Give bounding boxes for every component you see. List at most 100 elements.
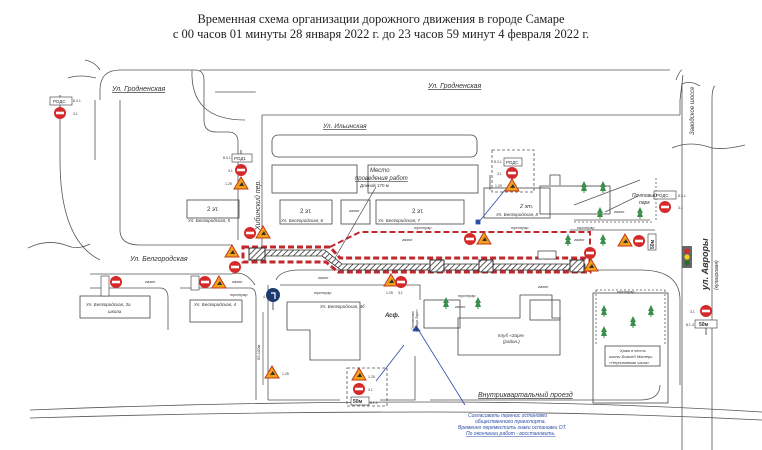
street-label-grodnenskaya-right: Ул. Гродненская [427, 82, 482, 90]
church-label-2: иконы Божией Матери [609, 354, 653, 359]
tree-icon [581, 181, 587, 193]
distance-plate [350, 396, 370, 406]
note-line-3: Временно переместить знаки остановки ОТ. [458, 425, 567, 431]
misc-labels: Место проведения работ Длиной 170 м газо… [53, 99, 709, 405]
note-line-1: Согласовать перенос остановки [468, 413, 547, 419]
sign-code: 8.3.1 [678, 194, 686, 198]
sidewalk-label: тротуар [511, 225, 529, 230]
except-plate [653, 190, 677, 200]
lawn-label: газон [538, 284, 549, 289]
sidewalk-label: тротуар [458, 293, 476, 298]
sidewalk-label: тротуар [414, 225, 432, 230]
street-label-khibinsky: Хибинский пер. [254, 180, 262, 231]
no-entry-sign-icon [464, 233, 476, 245]
church-label-1: Храм в честь [619, 348, 646, 353]
sign-code: 1.25 [368, 375, 375, 379]
road-outlines [27, 59, 762, 450]
church-label-box [604, 345, 661, 367]
street-label-avrory-sub: (кулагровая) [714, 260, 720, 290]
lawn-label: газон [232, 279, 243, 284]
tree-icon [637, 207, 643, 219]
tree-icon [630, 316, 636, 328]
sidewalk-label: тротуар [617, 289, 635, 294]
tree-icon [565, 234, 571, 246]
street-label-ilyinskaya: Ул. Ильинская [322, 123, 367, 130]
roadworks-sign-icon [351, 367, 367, 381]
no-entry-sign-icon [110, 276, 122, 288]
road-edge [84, 59, 101, 71]
no-entry-sign-icon [700, 305, 712, 317]
except-plate [100, 275, 110, 297]
club-sub: (район.) [503, 338, 520, 344]
building-address: Ул. Белгородская, 7 [378, 218, 421, 223]
except-plate [503, 157, 523, 167]
sidewalk-label: тротуар [314, 290, 332, 295]
asphalt-label: Асф. [384, 312, 400, 319]
building-address: Ул. Белгородская, 4б [320, 304, 365, 309]
sign-code: 1.25 [225, 182, 232, 186]
traffic-light-icon [682, 246, 692, 268]
except-plate-text: РОД1 [234, 156, 246, 161]
building-ilyinskaya [271, 134, 478, 158]
building-labels: 2 эт. Ул. Белгородская, 5 2 эт. Ул. Белг… [86, 204, 653, 365]
sign-code: 8.3.1 [73, 99, 81, 103]
title-line-1: Временная схема организации дорожного дв… [197, 12, 565, 26]
building-address: Ул. Белгородская, 6 [281, 218, 324, 223]
roadworks-sign-icon [504, 178, 520, 192]
note-line-4: По окончании работ - восстановить. [466, 431, 556, 437]
sign-code: 3.1 [368, 388, 373, 392]
sign-code: 3.1 [497, 172, 502, 176]
no-entry-sign-icon [235, 164, 247, 176]
except-plate [231, 153, 253, 163]
direction-arrow [679, 74, 684, 101]
tree-icon [600, 181, 606, 193]
distance-label: 50-100м [256, 345, 261, 360]
no-entry-sign-icon [353, 383, 365, 395]
stop-label-2: «Улица Заря» [415, 309, 419, 332]
sign-code: 4.1.5 [263, 295, 271, 299]
sidewalk-label: тротуар [230, 292, 248, 297]
street-label-avrory: ул. Авроры [700, 238, 710, 291]
building-school [79, 295, 151, 319]
works-pointer-line [334, 186, 377, 259]
except-plate-text: РОДС [53, 99, 66, 104]
tree-icon [601, 305, 607, 317]
pocket-park-label-2: парк [639, 200, 650, 206]
no-entry-sign-icon [54, 107, 66, 119]
building-floors: 2 эт. [207, 207, 219, 213]
no-entry-sign-icon [199, 276, 211, 288]
lawn-label: газон [455, 304, 466, 309]
building-address: Ул. Белгородская, 3а [86, 302, 131, 307]
sign-code: 1.25 [282, 372, 289, 376]
lawn-label: газон [318, 275, 329, 280]
building-floors: 2 эт. [300, 209, 312, 215]
building-floors: 2 эт. [412, 209, 424, 215]
turn-left-sign-icon [266, 288, 280, 302]
street-label-grodnenskaya-left: Ул. Гродненская [111, 85, 166, 93]
distance-plate-text: 50м [353, 399, 363, 405]
sign-codes: 8.3.1 3.1 8.3.1 3.1 1.25 8.3.1 3.1 1.25 … [73, 99, 695, 405]
note-line-2: общественного транспорта. [475, 419, 546, 425]
lawn-label: газон [402, 237, 413, 242]
tree-icon [600, 234, 606, 246]
pocket-park-label: Почтовый [632, 192, 657, 199]
no-entry-sign-icon [506, 167, 518, 179]
works-zone [241, 231, 592, 274]
street-label-vnutrikvartalny: Внутриквартальный проезд [478, 391, 573, 399]
sign-code: 8.3.1 [223, 156, 231, 160]
works-place-label: Место [370, 168, 390, 174]
sign-code: 8.1.1 [370, 401, 378, 405]
building-address: Ул. Белгородская, 4 [194, 302, 237, 307]
sign-code: 3.1 [228, 169, 233, 173]
building-floors: 2 эт. [519, 204, 533, 210]
sign-code: 3.1 [678, 206, 683, 210]
distance-plate-text: 50м [699, 322, 709, 328]
roadworks-sign-icon [583, 258, 599, 272]
roadworks-sign-icon [476, 231, 492, 245]
except-plate-text: РОДС [656, 193, 669, 198]
roadworks-sign-icon [233, 176, 249, 190]
distance-plate [647, 233, 657, 251]
stop-label: Остановка [411, 311, 415, 330]
signs [49, 74, 718, 406]
church-label-3: «Неупиваемая чаша» [609, 360, 650, 365]
